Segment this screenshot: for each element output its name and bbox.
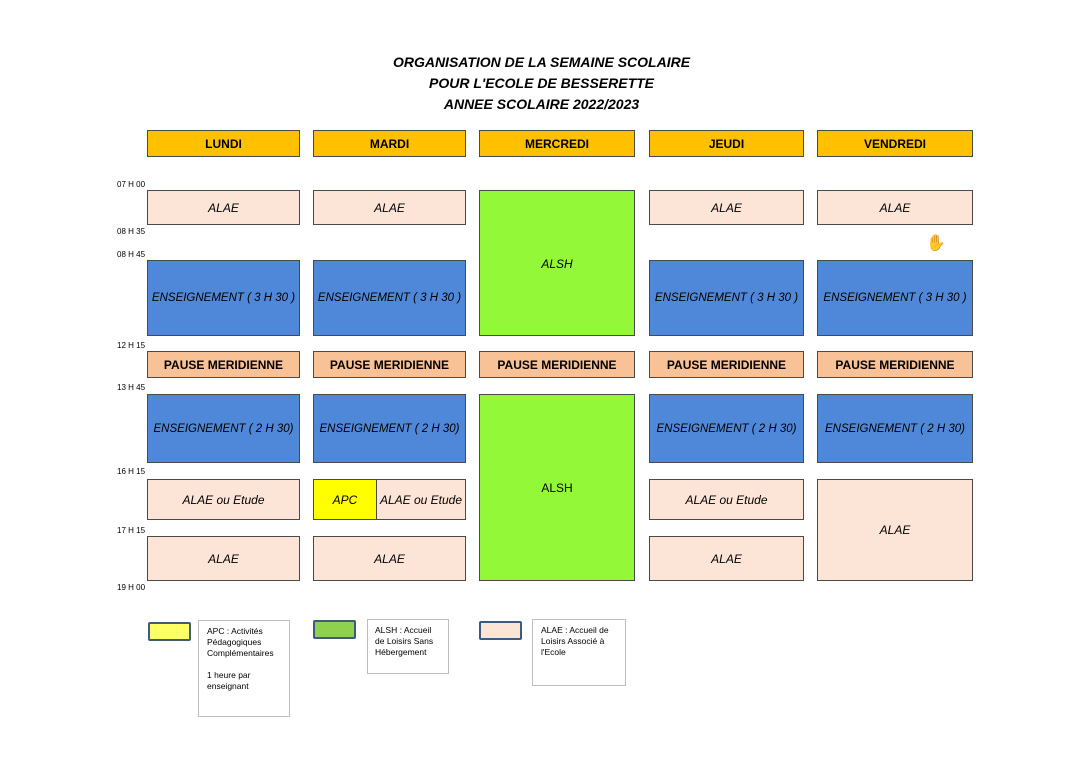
block-alae-morning-vendredi: ALAE (817, 190, 973, 225)
legend-swatch-alae (479, 621, 522, 640)
block-enseignement-morning-lundi: ENSEIGNEMENT ( 3 H 30 ) (147, 260, 300, 336)
page-title: ORGANISATION DE LA SEMAINE SCOLAIRE POUR… (0, 52, 1083, 115)
legend-text-alae: ALAE : Accueil de Loisirs Associé à l'Ec… (532, 619, 626, 686)
block-enseignement-afternoon-lundi: ENSEIGNEMENT ( 2 H 30) (147, 394, 300, 463)
block-alae-etude-lundi: ALAE ou Etude (147, 479, 300, 520)
block-pause-vendredi: PAUSE MERIDIENNE (817, 351, 973, 378)
time-label: 17 H 15 (117, 526, 146, 535)
block-pause-lundi: PAUSE MERIDIENNE (147, 351, 300, 378)
block-alsh-afternoon-mercredi: ALSH (479, 394, 635, 581)
time-label: 19 H 00 (117, 583, 146, 592)
hand-cursor-icon: ✋ (926, 235, 946, 252)
legend-line: APC : Activités (207, 626, 263, 636)
block-alae-morning-mardi: ALAE (313, 190, 466, 225)
block-alae-morning-lundi: ALAE (147, 190, 300, 225)
legend-line: ALAE : Accueil de (541, 625, 609, 635)
legend-line: Hébergement (375, 647, 427, 657)
block-alae-evening-mardi: ALAE (313, 536, 466, 581)
block-alae-etude-mardi: ALAE ou Etude (376, 479, 466, 520)
block-pause-mercredi: PAUSE MERIDIENNE (479, 351, 635, 378)
legend-swatch-apc (148, 622, 191, 641)
title-line-3: ANNEE SCOLAIRE 2022/2023 (443, 96, 640, 112)
time-label: 07 H 00 (117, 180, 146, 189)
legend-line: Complémentaires (207, 648, 274, 658)
block-alae-evening-jeudi: ALAE (649, 536, 804, 581)
block-enseignement-afternoon-vendredi: ENSEIGNEMENT ( 2 H 30) (817, 394, 973, 463)
legend-line (207, 659, 283, 670)
day-header-mercredi: MERCREDI (479, 130, 635, 157)
block-alae-afternoon-vendredi: ALAE (817, 479, 973, 581)
time-label: 12 H 15 (117, 341, 146, 350)
legend-line: l'Ecole (541, 647, 566, 657)
block-enseignement-morning-mardi: ENSEIGNEMENT ( 3 H 30 ) (313, 260, 466, 336)
block-alae-morning-jeudi: ALAE (649, 190, 804, 225)
legend-line: 1 heure par (207, 670, 251, 680)
day-header-lundi: LUNDI (147, 130, 300, 157)
legend-line: enseignant (207, 681, 249, 691)
block-enseignement-afternoon-jeudi: ENSEIGNEMENT ( 2 H 30) (649, 394, 804, 463)
block-apc-mardi: APC (313, 479, 377, 520)
legend-text-apc: APC : Activités Pédagogiques Complémenta… (198, 620, 290, 717)
block-alae-etude-jeudi: ALAE ou Etude (649, 479, 804, 520)
time-label: 08 H 35 (117, 227, 146, 236)
block-enseignement-morning-vendredi: ENSEIGNEMENT ( 3 H 30 ) (817, 260, 973, 336)
block-enseignement-morning-jeudi: ENSEIGNEMENT ( 3 H 30 ) (649, 260, 804, 336)
legend-line: Pédagogiques (207, 637, 262, 647)
time-label: 13 H 45 (117, 383, 146, 392)
title-line-2: POUR L'ECOLE DE BESSERETTE (428, 75, 655, 91)
legend-line: ALSH : Accueil (375, 625, 432, 635)
day-header-mardi: MARDI (313, 130, 466, 157)
title-line-1: ORGANISATION DE LA SEMAINE SCOLAIRE (392, 54, 691, 70)
block-alsh-morning-mercredi: ALSH (479, 190, 635, 336)
legend-line: Loisirs Associé à (541, 636, 605, 646)
legend-swatch-alsh (313, 620, 356, 639)
time-label: 08 H 45 (117, 250, 146, 259)
block-pause-mardi: PAUSE MERIDIENNE (313, 351, 466, 378)
block-enseignement-afternoon-mardi: ENSEIGNEMENT ( 2 H 30) (313, 394, 466, 463)
legend-text-alsh: ALSH : Accueil de Loisirs Sans Hébergeme… (367, 619, 449, 674)
time-label: 16 H 15 (117, 467, 146, 476)
block-alae-evening-lundi: ALAE (147, 536, 300, 581)
block-pause-jeudi: PAUSE MERIDIENNE (649, 351, 804, 378)
day-header-jeudi: JEUDI (649, 130, 804, 157)
day-header-vendredi: VENDREDI (817, 130, 973, 157)
legend-line: de Loisirs Sans (375, 636, 434, 646)
